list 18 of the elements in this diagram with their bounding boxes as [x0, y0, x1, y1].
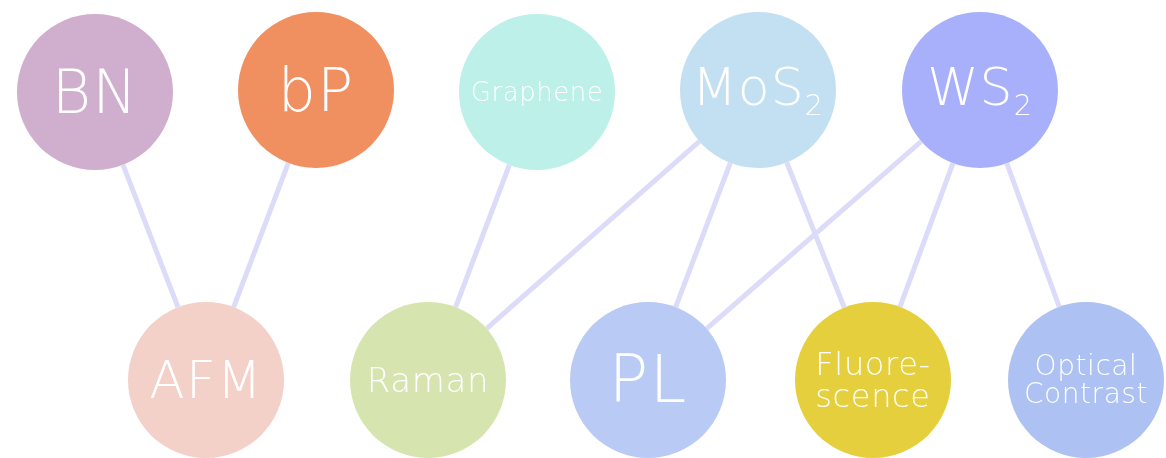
node-label: WS$_{2}$ — [926, 60, 1034, 120]
connector-line — [231, 162, 291, 308]
connector-line — [784, 161, 847, 309]
connector-line — [705, 139, 923, 331]
node-label: Raman — [365, 363, 491, 397]
connector-line — [453, 164, 512, 308]
connector-line — [1004, 162, 1062, 308]
node-label: Fluore- scence — [814, 348, 932, 412]
node-label: bP — [276, 60, 356, 120]
node-label: Optical Contrast — [1022, 352, 1150, 408]
node-label: MoS$_{2}$ — [690, 60, 825, 120]
node-label: Graphene — [469, 79, 605, 105]
connector-line — [120, 163, 181, 309]
node-label: BN — [50, 62, 140, 122]
connector-line — [484, 139, 702, 331]
node-label: PL — [607, 347, 689, 413]
connector-line — [673, 162, 733, 308]
connector-line — [897, 162, 956, 308]
